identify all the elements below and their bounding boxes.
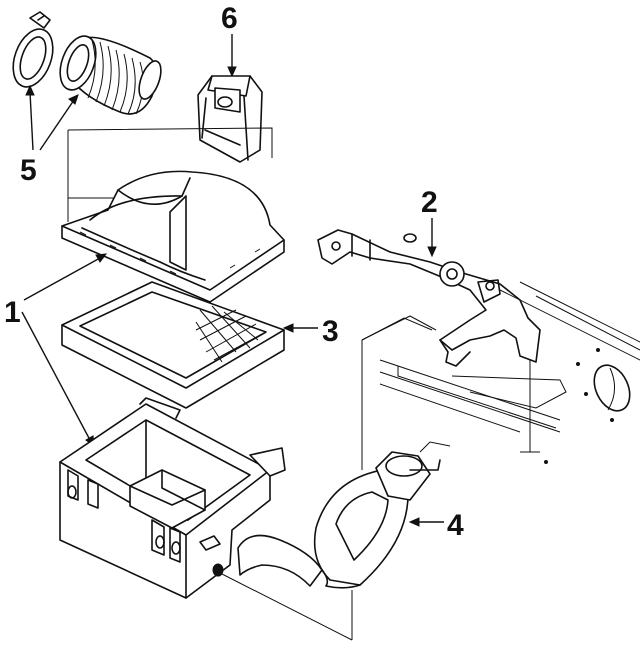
- mounting-bracket: [317, 229, 541, 367]
- air-duct: [237, 451, 441, 589]
- callout-6-leader: [227, 34, 237, 78]
- air-cleaner-housing: [59, 397, 286, 599]
- callout-5: 5: [20, 154, 37, 187]
- callout-3: 3: [322, 315, 339, 348]
- airflow-sensor: [197, 75, 263, 163]
- callout-3-leader: [282, 323, 318, 333]
- air-cleaner-cover: [61, 170, 285, 303]
- vehicle-panel: [361, 281, 640, 464]
- callout-5-leaders: [25, 84, 79, 151]
- callout-2: 2: [421, 186, 438, 219]
- callout-4: 4: [447, 509, 464, 542]
- callout-4-leader: [408, 517, 444, 527]
- callout-1-leaders: [21, 253, 108, 448]
- air-filter: [61, 281, 285, 409]
- callout-1: 1: [4, 296, 21, 329]
- intake-bellows: [59, 35, 162, 115]
- callout-6: 6: [221, 2, 238, 35]
- clamp-ring: [12, 11, 54, 88]
- callout-2-leader: [427, 218, 437, 258]
